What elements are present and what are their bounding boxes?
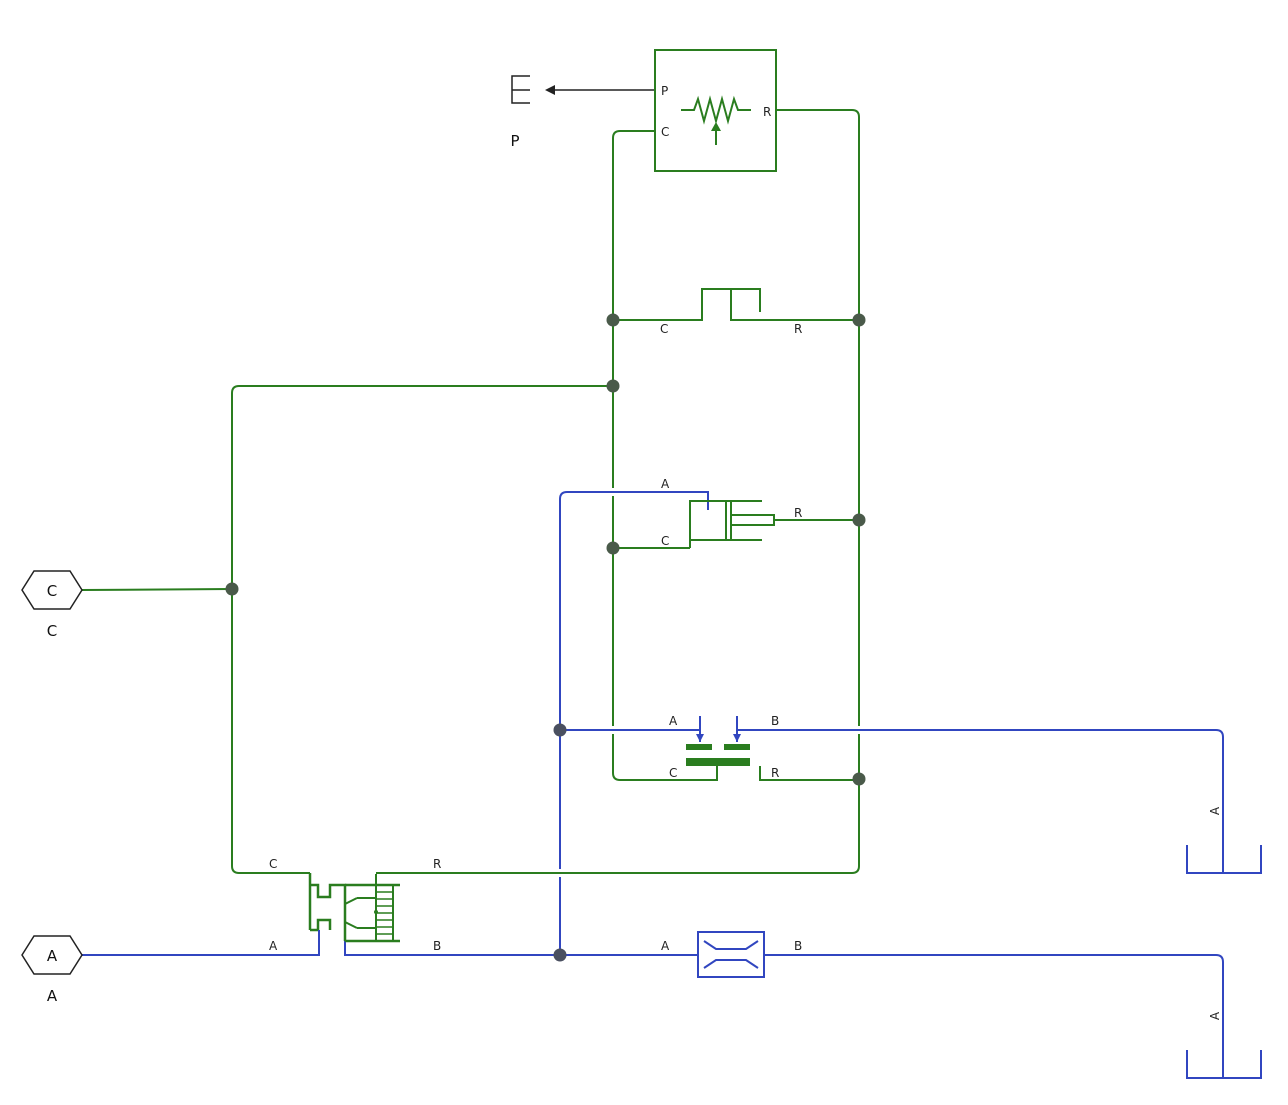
pin-b-label: B xyxy=(794,939,802,953)
pin-c-label: C xyxy=(269,857,277,871)
wire-mass-r[interactable] xyxy=(730,289,859,321)
port-c-symbol: C xyxy=(47,582,57,600)
arrow-head-icon xyxy=(545,85,555,95)
reservoir-1-block[interactable]: A xyxy=(1186,806,1262,874)
port-p[interactable]: P xyxy=(510,75,655,150)
clutch-block[interactable]: A B C R xyxy=(669,714,779,780)
wire-cylinder-a[interactable] xyxy=(559,491,709,955)
port-c-label: C xyxy=(47,622,57,640)
orifice-block[interactable]: A B xyxy=(661,931,802,978)
hexagon-port-icon xyxy=(21,570,83,610)
hexagon-port-icon xyxy=(21,935,83,975)
orifice-icon xyxy=(703,940,759,969)
pin-c-label: C xyxy=(669,766,677,780)
port-a-label: A xyxy=(47,987,58,1005)
reservoir-tank-icon xyxy=(1186,845,1262,874)
junction-dot xyxy=(852,313,866,327)
port-c[interactable]: C C xyxy=(21,570,83,640)
hydraulic-cylinder-icon xyxy=(689,500,775,548)
junction-dot xyxy=(852,772,866,786)
wire-to-left-bus[interactable] xyxy=(231,385,613,874)
pin-c-label: C xyxy=(661,125,669,139)
block-frame xyxy=(697,931,765,978)
valve-pivot xyxy=(374,910,378,914)
pin-c-label: C xyxy=(661,534,669,548)
pin-r-label: R xyxy=(794,506,802,520)
reservoir-tank-icon xyxy=(1186,1050,1262,1079)
junction-dot xyxy=(606,541,620,555)
wire-resistor-r-to-right-bus[interactable] xyxy=(376,109,860,874)
spool-valve-icon xyxy=(308,873,400,943)
wire-resistor-c-to-left-bus[interactable] xyxy=(612,130,718,781)
junction-dot xyxy=(553,723,567,737)
pin-r-label: R xyxy=(794,322,802,336)
pin-p-label: P xyxy=(661,84,668,98)
pin-a-label: A xyxy=(669,714,678,728)
junctions xyxy=(225,313,866,962)
junction-dot xyxy=(606,379,620,393)
junction-dot xyxy=(225,582,239,596)
wire-clutch-b-to-reservoir[interactable] xyxy=(736,729,1224,873)
reservoir-2-block[interactable]: A xyxy=(1186,1011,1262,1079)
pin-c-label: C xyxy=(660,322,668,336)
port-a-symbol: A xyxy=(47,947,58,965)
connection-port-arrow-icon xyxy=(511,75,530,104)
junction-dot xyxy=(852,513,866,527)
port-a[interactable]: A A xyxy=(21,935,83,1005)
crossing-marks xyxy=(558,488,861,877)
variable-resistor-block[interactable]: P C R xyxy=(654,49,777,172)
wire-port-a[interactable] xyxy=(82,930,320,956)
mechanical-mass-block[interactable]: C R xyxy=(660,284,802,336)
wire-mass-c[interactable] xyxy=(613,288,761,321)
hydraulic-wires xyxy=(82,491,1224,1078)
pin-r-label: R xyxy=(771,766,779,780)
junction-dot xyxy=(606,313,620,327)
pin-a-label: A xyxy=(269,939,278,953)
pin-a-label: A xyxy=(1208,806,1222,815)
clutch-icon xyxy=(686,716,750,766)
variable-resistor-icon xyxy=(681,95,751,145)
pin-r-label: R xyxy=(433,857,441,871)
spool-valve-block[interactable]: C R A B xyxy=(269,857,441,953)
pin-a-label: A xyxy=(1208,1011,1222,1020)
wire-clutch-r[interactable] xyxy=(759,766,859,781)
port-p-label: P xyxy=(510,132,519,150)
mechanical-wires xyxy=(81,109,860,874)
pin-b-label: B xyxy=(771,714,779,728)
crossing-marks-redraw xyxy=(555,491,864,874)
wire-orifice-b-to-reservoir[interactable] xyxy=(764,954,1224,1078)
hydraulic-cylinder-block[interactable]: A C R xyxy=(661,477,802,548)
junction-dot xyxy=(553,948,567,962)
mechanical-mass-icon xyxy=(695,284,767,324)
wire-port-c[interactable] xyxy=(81,588,233,591)
pin-b-label: B xyxy=(433,939,441,953)
pin-r-label: R xyxy=(763,105,771,119)
wire-clutch-a[interactable] xyxy=(560,729,701,742)
pin-a-label: A xyxy=(661,939,670,953)
pin-a-label: A xyxy=(661,477,670,491)
wire-valve-b[interactable] xyxy=(344,930,698,956)
block-frame xyxy=(654,49,777,172)
